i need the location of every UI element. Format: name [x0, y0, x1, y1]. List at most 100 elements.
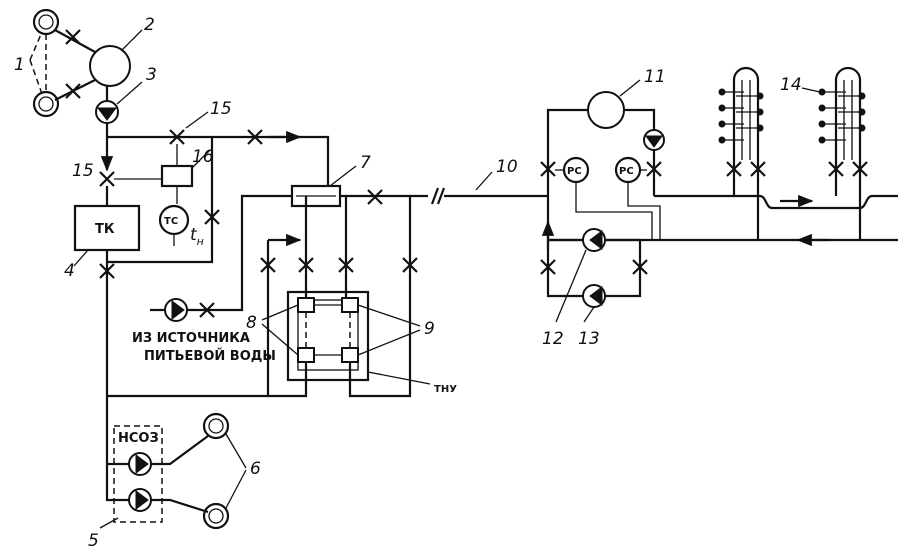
pipe-loop-11 — [546, 108, 590, 196]
valve-15-top — [169, 129, 185, 145]
label-14: 14 — [780, 75, 802, 95]
pump-nsoz-top — [128, 452, 152, 476]
valve-15-left — [99, 171, 115, 187]
pipe-pumps-right — [605, 238, 642, 298]
leader-2 — [121, 29, 143, 51]
pipe-tnu-4 — [107, 240, 270, 398]
label-9: 9 — [424, 319, 435, 339]
reservoir-2 — [89, 45, 131, 87]
tnu-outer-frame — [286, 290, 370, 382]
label-8: 8 — [246, 313, 257, 333]
leader-1a — [29, 31, 43, 61]
tn-label: tн — [190, 225, 204, 248]
borehole-top — [32, 8, 60, 36]
label-6: 6 — [250, 459, 261, 479]
condenser-top-right — [341, 297, 359, 313]
valve-riser-1-return — [750, 161, 766, 177]
pc2-label: РС — [619, 166, 634, 177]
leader-15-top — [185, 111, 209, 129]
leader-9a — [357, 304, 421, 327]
leader-16 — [191, 149, 211, 169]
pipe-top-horizontal — [107, 135, 330, 186]
valve-left-top — [540, 161, 556, 177]
valve-riser-1-supply — [726, 161, 742, 177]
valve-top-right — [247, 129, 263, 145]
valve-source — [199, 302, 215, 318]
tc-label: ТС — [164, 216, 178, 227]
pipe-nsoz-bottom-out — [151, 498, 209, 514]
pipe-tnu-5 — [268, 362, 308, 398]
pipe-bypass — [107, 137, 214, 264]
leader-7 — [329, 165, 357, 187]
pipe-break-b — [436, 187, 446, 205]
pipe-supply-right — [654, 194, 898, 210]
valve-main — [367, 189, 383, 205]
pump-right-top — [643, 129, 665, 151]
pipe-source-out — [187, 194, 292, 312]
pipe-11-right — [624, 108, 656, 130]
borehole-bottom — [32, 90, 60, 118]
label-11: 11 — [644, 67, 666, 87]
pipe-tk-down — [105, 250, 137, 502]
leader-5 — [99, 517, 119, 529]
valve-tnu-3 — [338, 257, 354, 273]
tank-11 — [587, 91, 625, 129]
valve-below-tk — [99, 263, 115, 279]
valve-tnu-2 — [298, 257, 314, 273]
valve-pump-right — [632, 259, 648, 275]
label-10: 10 — [496, 157, 518, 177]
valve-borehole-top — [65, 29, 81, 45]
label-12: 12 — [542, 329, 564, 349]
leader-1b — [29, 59, 43, 95]
valve-right-top — [646, 161, 662, 177]
riser-consumer-1 — [718, 66, 764, 240]
valve-tnu-4 — [402, 257, 418, 273]
leader-6a — [225, 433, 247, 469]
leader-3 — [116, 81, 143, 105]
leader-11 — [619, 79, 641, 97]
well-top — [202, 412, 230, 440]
pump-source — [164, 298, 188, 322]
pc1-sensor — [575, 182, 653, 240]
evaporator-bottom-left — [297, 347, 315, 363]
pipe-nsoz-top-out — [151, 435, 209, 466]
label-15-left: 15 — [72, 161, 94, 181]
well-bottom — [202, 502, 230, 530]
borehole-pipe-top — [54, 29, 96, 53]
nsoz-label: НСОЗ — [118, 431, 159, 446]
valve-tnu-1 — [260, 257, 276, 273]
leader-8a — [261, 304, 299, 321]
valve-riser-2-return — [852, 161, 868, 177]
pipe-break-a — [430, 187, 440, 205]
leader-9b — [357, 329, 421, 356]
pump-3 — [95, 100, 119, 124]
label-15-top: 15 — [210, 99, 232, 119]
pipe-pumps-left — [546, 196, 584, 298]
pc2-sensor — [627, 182, 661, 240]
leader-12 — [555, 249, 587, 323]
label-13: 13 — [578, 329, 600, 349]
evaporator-top-left — [297, 297, 315, 313]
label-7: 7 — [360, 153, 371, 173]
leader-10 — [475, 171, 493, 191]
leader-6b — [225, 469, 247, 509]
valve-borehole-bottom — [65, 83, 81, 99]
pc1-label: РС — [567, 166, 582, 177]
pump-12 — [582, 228, 606, 252]
source-text-2: ПИТЬЕВОЙ ВОДЫ — [144, 348, 276, 364]
condenser-bottom-right — [341, 347, 359, 363]
label-4: 4 — [64, 261, 75, 281]
pump-nsoz-bottom — [128, 488, 152, 512]
tnu-inner-frame — [297, 299, 359, 371]
controller-16 — [160, 164, 194, 188]
leader-14 — [801, 87, 821, 93]
leader-13 — [583, 306, 595, 323]
nsoz-frame — [113, 425, 163, 523]
valve-riser-2-supply — [828, 161, 844, 177]
leader-4 — [73, 249, 89, 267]
pump-13 — [582, 284, 606, 308]
leader-8b — [261, 323, 299, 356]
riser-consumer-2 — [818, 66, 866, 240]
pipe-tnu-3 — [348, 196, 412, 398]
